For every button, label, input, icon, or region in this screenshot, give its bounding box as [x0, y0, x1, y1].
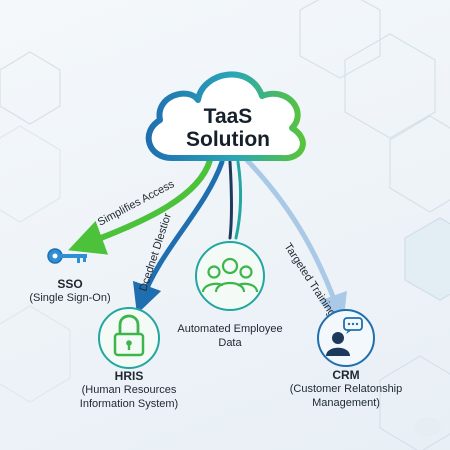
- hris-subtitle-line2: Information System): [79, 398, 179, 410]
- cloud-shape: [145, 71, 306, 162]
- crm-subtitle-line1: (Customer Relatonship: [289, 383, 403, 395]
- padlock-icon: [98, 307, 160, 369]
- sso-subtitle: (Single Sign-On): [29, 292, 111, 304]
- cloud-title-line2: Solution: [186, 128, 270, 151]
- connector-crm: [242, 155, 348, 325]
- connector-automated: [228, 160, 233, 240]
- person-chat-icon: [317, 309, 375, 367]
- key-icon: [47, 248, 87, 264]
- people-group-icon: [195, 241, 265, 311]
- hris-title: HRIS: [114, 369, 144, 383]
- crm-subtitle-line2: Management): [312, 397, 380, 409]
- connector-label-crm: Targeted Training: [281, 241, 337, 319]
- hris-subtitle-line1: (Human Resources: [81, 384, 177, 396]
- connector-sso: [68, 157, 213, 255]
- cloud-title-line1: TaaS: [204, 105, 253, 128]
- sso-title: SSO: [57, 277, 83, 291]
- connector-automated-2: [234, 160, 243, 240]
- corner-badge: [415, 418, 441, 436]
- connector-hris: [132, 159, 225, 315]
- crm-title: CRM: [332, 368, 360, 382]
- automated-subtitle: Data: [218, 337, 242, 349]
- automated-title: Automated Employee: [177, 323, 283, 335]
